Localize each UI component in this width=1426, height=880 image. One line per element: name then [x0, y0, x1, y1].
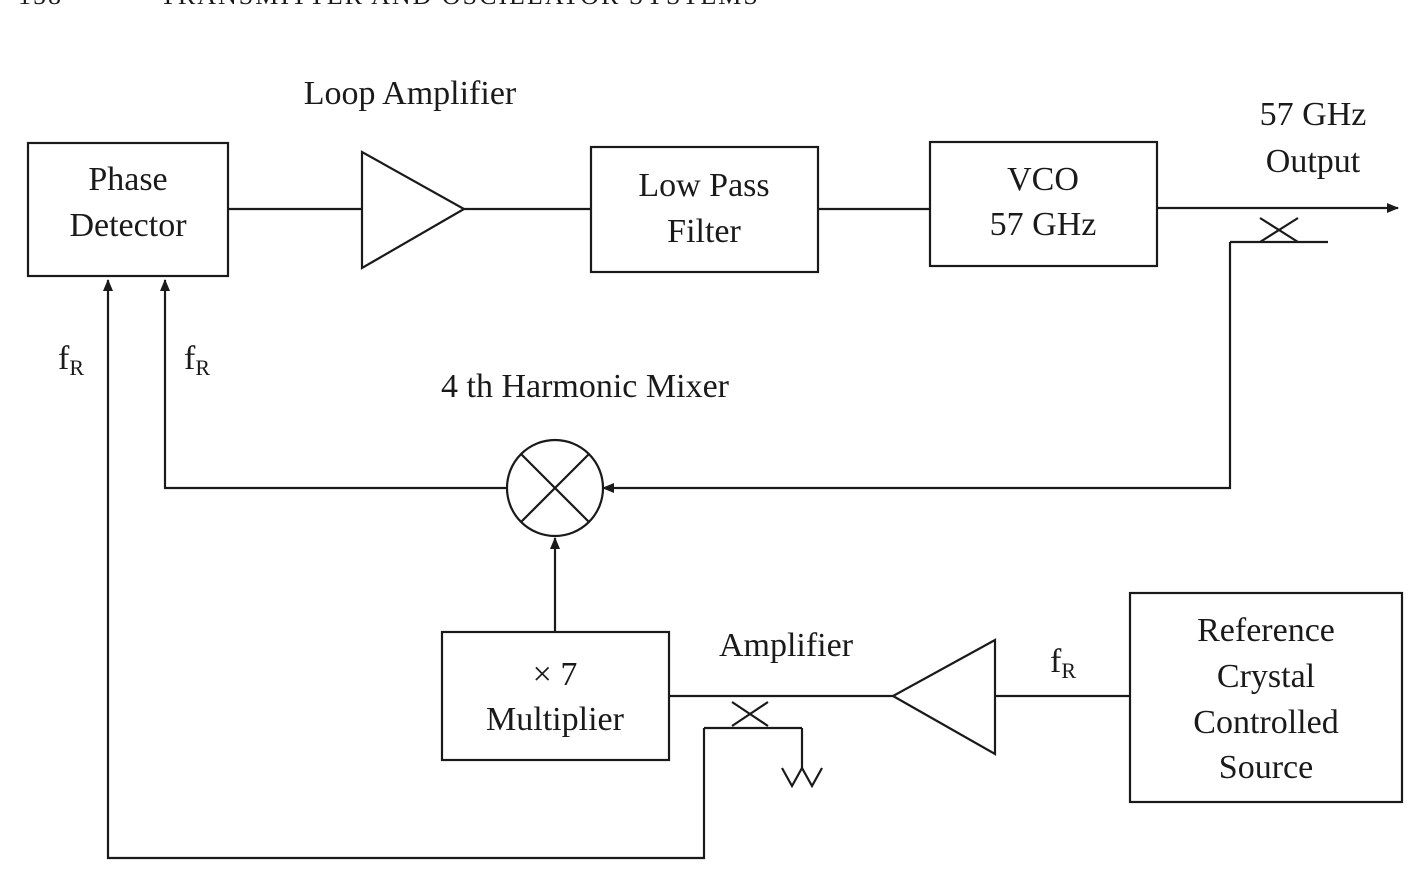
phase-detector-box	[26, 141, 230, 278]
output-label-1: 57 GHz	[1260, 96, 1367, 133]
loop-amplifier-triangle	[360, 150, 467, 270]
wire-mixer-to-pd	[160, 279, 507, 490]
lpf-label-1: Low Pass	[638, 167, 769, 204]
lower-coupler-x2	[731, 701, 769, 727]
reference-label-2: Crystal	[1217, 658, 1315, 695]
amplifier-triangle	[890, 638, 997, 756]
amplifier-label: Amplifier	[719, 627, 854, 664]
low-pass-filter-box	[589, 145, 820, 274]
multiplier-box	[440, 630, 671, 762]
mixer-label: 4 th Harmonic Mixer	[441, 368, 730, 405]
lpf-label-2: Filter	[667, 213, 741, 250]
multiplier-label-1: × 7	[533, 656, 578, 693]
phase-detector-label-1: Phase	[88, 161, 167, 198]
reference-source-box	[1128, 591, 1404, 804]
wire-coupler-to-mixer	[602, 242, 1232, 493]
loop-amplifier-label: Loop Amplifier	[304, 75, 517, 112]
output-label-2: Output	[1266, 143, 1361, 180]
phase-detector-label-2: Detector	[69, 207, 187, 244]
vco-label-1: VCO	[1007, 161, 1079, 198]
reference-label-1: Reference	[1197, 612, 1335, 649]
fr-label-left: fR	[58, 340, 84, 380]
termination-icon	[781, 765, 823, 789]
wire-coupler-to-pd	[103, 279, 706, 860]
fr-label-reference: fR	[1050, 643, 1076, 683]
fr-label-middle: fR	[184, 340, 210, 380]
output-coupler-x2	[1259, 217, 1299, 243]
page-number: 158	[18, 0, 63, 10]
reference-label-4: Source	[1219, 749, 1313, 786]
vco-box	[928, 140, 1159, 268]
mixer-cross-2	[520, 453, 590, 523]
page-header: TRANSMITTER AND OSCILLATOR SYSTEMS	[160, 0, 760, 10]
vco-label-2: 57 GHz	[990, 206, 1097, 243]
multiplier-label-2: Multiplier	[486, 701, 625, 738]
reference-label-3: Controlled	[1193, 704, 1338, 741]
